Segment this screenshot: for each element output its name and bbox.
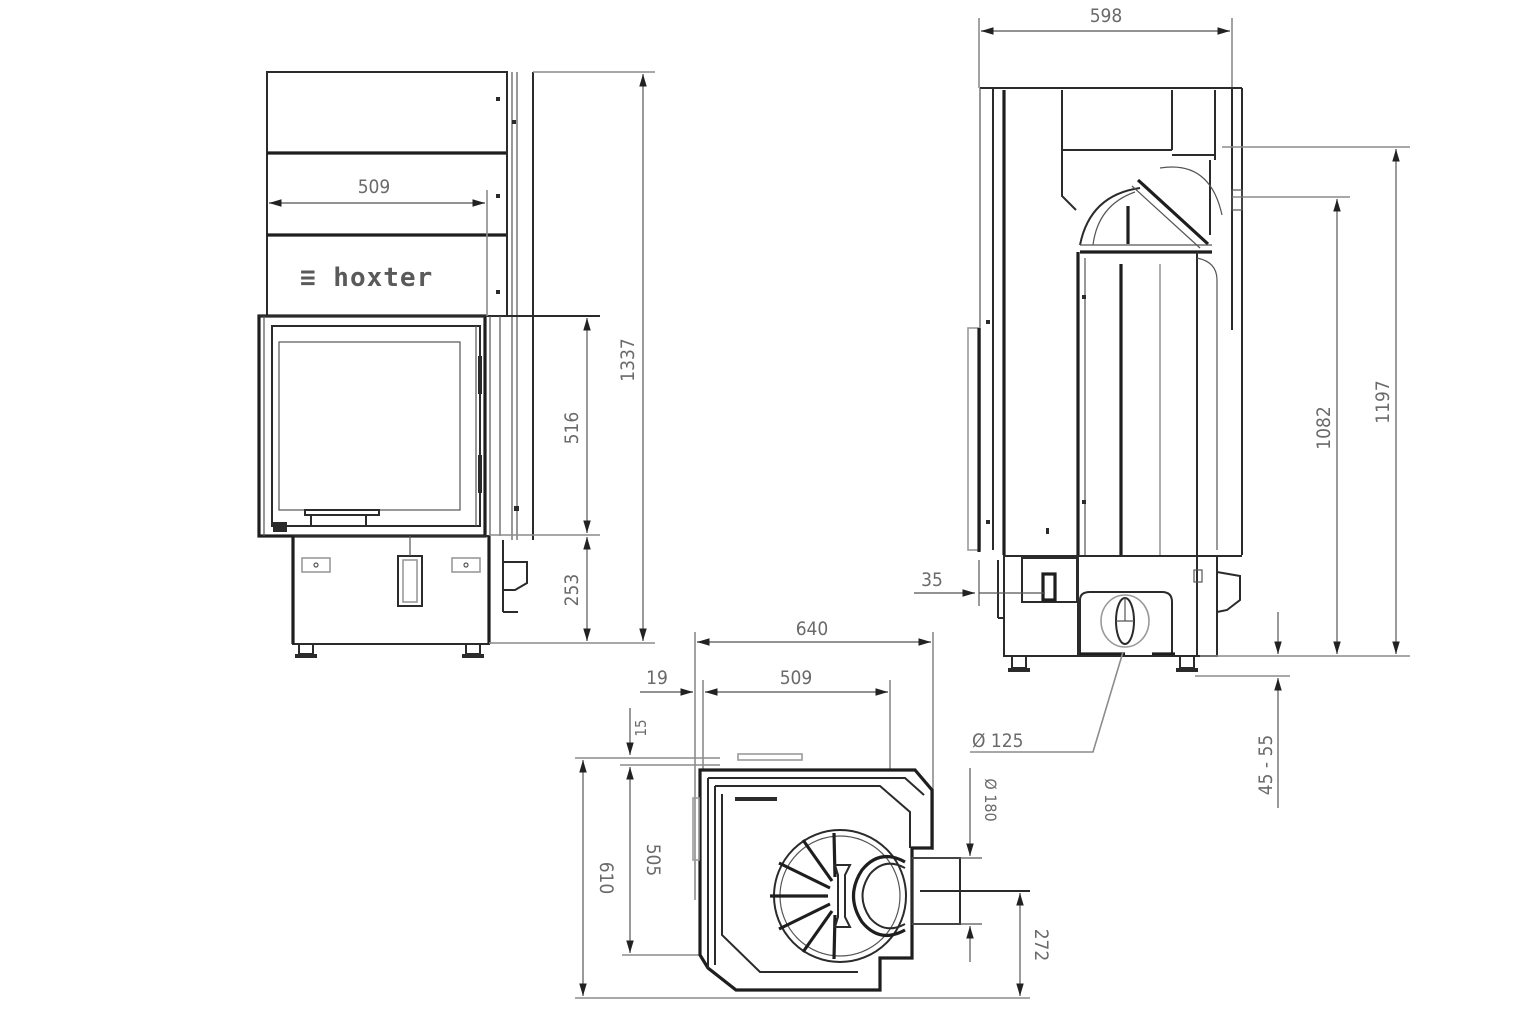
dim-top-total-width: 640: [796, 618, 829, 640]
dim-top-offset: 15: [632, 719, 650, 736]
dim-side-width: 598: [1090, 5, 1123, 27]
brand-logo: ≡ hoxter: [300, 263, 433, 293]
dim-total-height: 1337: [617, 338, 639, 382]
fan-blades: [770, 832, 837, 960]
dim-base-height: 253: [561, 574, 583, 607]
dim-top-flue-diameter: Ø 180: [981, 778, 1000, 821]
dim-top-flue-offset: 272: [1030, 929, 1052, 962]
front-view: ≡ hoxter: [257, 71, 655, 658]
top-view: 640 509 19 15 610 505: [575, 618, 1052, 999]
dim-side-flue-diameter: Ø 125: [972, 730, 1024, 752]
dim-front-width: 509: [358, 176, 391, 198]
dim-top-inner-depth: 505: [642, 844, 664, 877]
dim-top-left-offset: 19: [646, 667, 668, 689]
dim-feet-adjust: 45 - 55: [1255, 735, 1277, 796]
dim-top-total-depth: 610: [595, 862, 617, 895]
dim-side-offset: 35: [921, 569, 943, 591]
dim-top-inner-width: 509: [780, 667, 813, 689]
dim-side-outer-height: 1197: [1372, 380, 1394, 424]
side-view: 598: [914, 5, 1410, 808]
dim-side-inner-height: 1082: [1313, 406, 1335, 450]
dim-door-height: 516: [561, 412, 583, 445]
